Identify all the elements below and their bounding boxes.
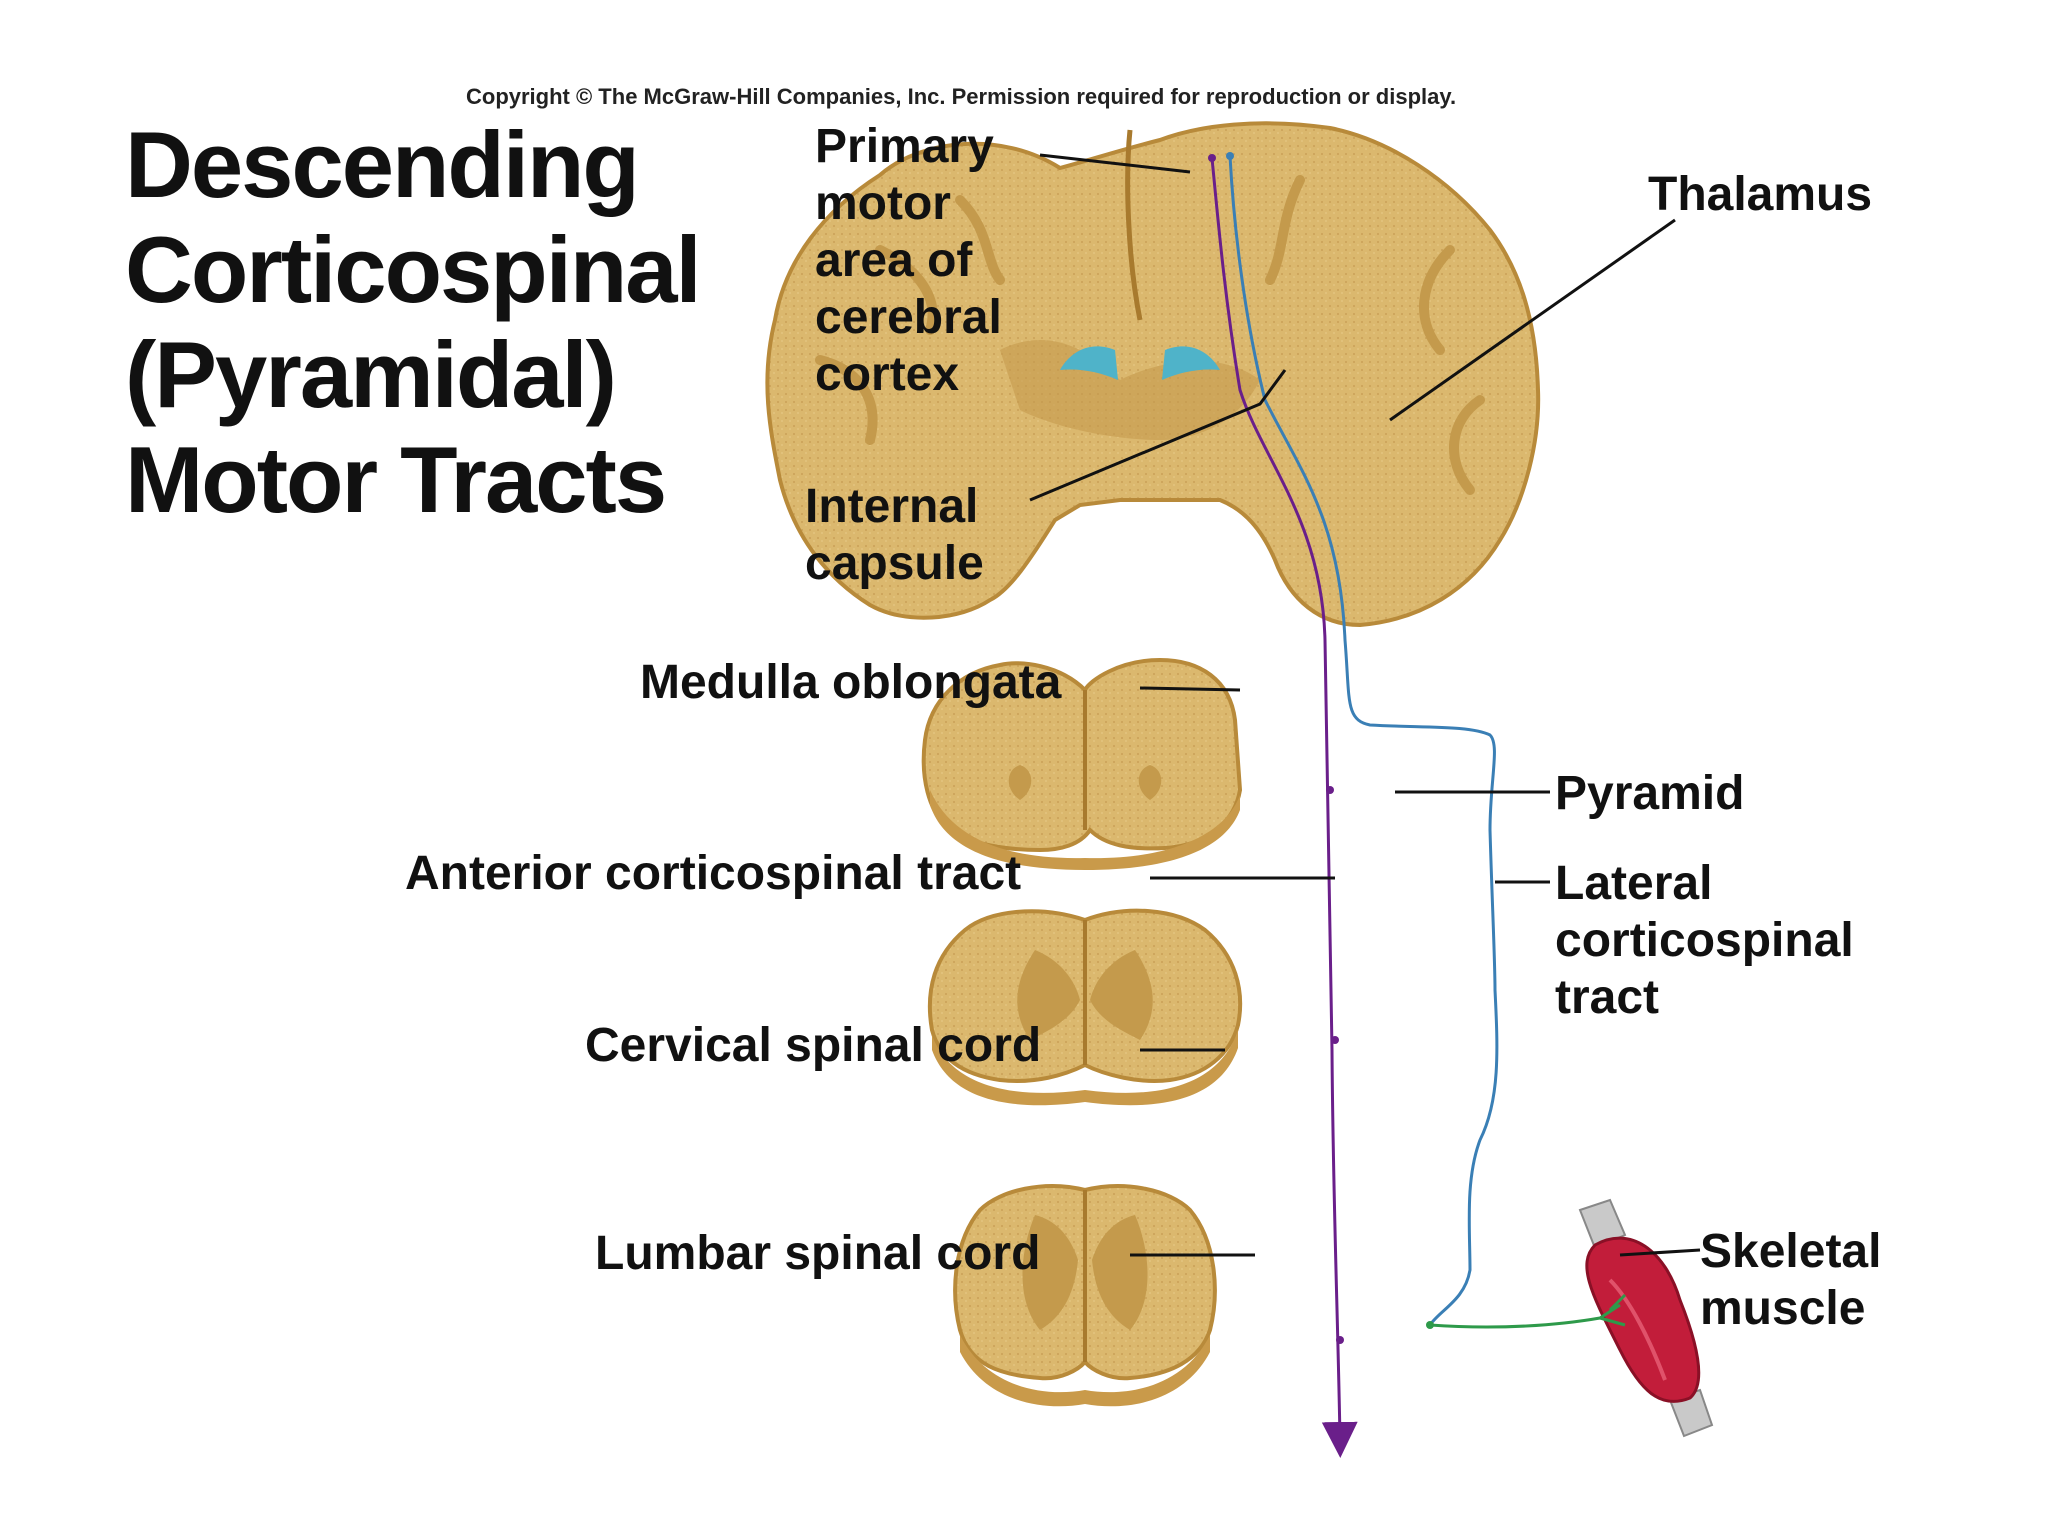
medulla-section [921,657,1243,870]
anterior-corticospinal-tract-path [1208,154,1358,1458]
label-line: area of [815,234,973,287]
label-line: cortex [815,348,960,401]
title-line: Descending [125,112,640,217]
label-line: corticospinal [1555,914,1854,967]
skeletal-muscle [1578,1198,1714,1438]
title-line: (Pyramidal) [125,322,617,427]
motor-nerve-path [1426,1293,1627,1329]
label-line: motor [815,177,951,230]
lateral-corticospinal-tract-path [1226,152,1499,1326]
label-line: Internal [805,480,979,533]
label-line: Skeletal [1700,1225,1882,1278]
label-line: Primary [815,120,994,173]
label-medulla-oblongata: Medulla oblongata [640,656,1062,709]
leader-lines [1029,153,1701,1257]
label-line: cerebral [815,291,1002,344]
label-lumbar-spinal-cord: Lumbar spinal cord [595,1227,1041,1280]
label-line: tract [1555,971,1660,1024]
title-line: Corticospinal [125,217,702,322]
title-line: Motor Tracts [125,427,667,532]
label-internal-capsule: Internal capsule [805,478,984,592]
label-line: muscle [1700,1282,1866,1335]
label-pyramid: Pyramid [1555,767,1745,820]
diagram-title: Descending Corticospinal (Pyramidal) Mot… [125,112,702,532]
lumbar-section [953,1184,1217,1407]
label-thalamus: Thalamus [1648,168,1873,221]
label-cervical-spinal-cord: Cervical spinal cord [585,1019,1042,1072]
label-line: Lateral [1555,857,1713,910]
brain-section [765,121,1541,628]
label-lateral-corticospinal-tract: Lateral corticospinal tract [1555,855,1854,1026]
cervical-section [927,908,1243,1106]
label-skeletal-muscle: Skeletal muscle [1700,1223,1881,1337]
label-line: capsule [805,537,984,590]
copyright-notice: Copyright © The McGraw-Hill Companies, I… [466,84,1457,109]
label-primary-motor-area: Primary motor area of cerebral cortex [815,118,1002,403]
label-anterior-corticospinal-tract: Anterior corticospinal tract [405,847,1022,900]
